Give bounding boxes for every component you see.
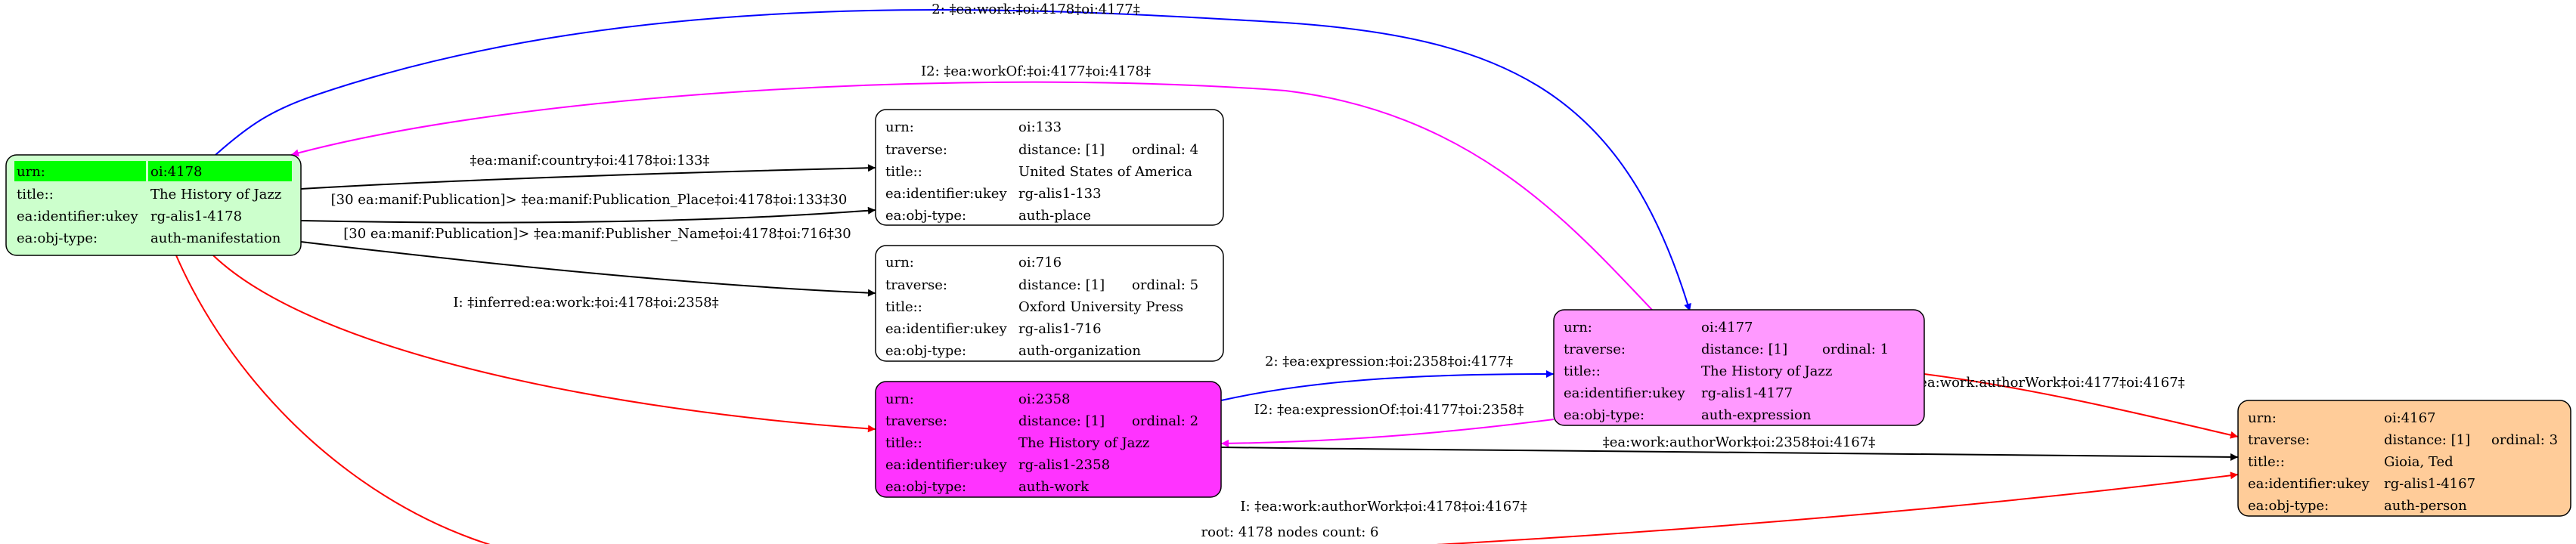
row-extra: ordinal: 4 xyxy=(1132,142,1198,158)
row-key: urn: xyxy=(1564,320,1592,335)
row-value: auth-expression xyxy=(1701,407,1812,423)
row-key: traverse: xyxy=(1564,342,1626,357)
row-value: oi:4177 xyxy=(1701,320,1753,335)
row-key: urn: xyxy=(17,164,45,180)
row-key: urn: xyxy=(885,119,914,135)
node-4177[interactable]: urn: oi:4177 traverse: distance: [1] ord… xyxy=(1553,309,1925,426)
node-133[interactable]: urn: oi:133 traverse: distance: [1] ordi… xyxy=(875,109,1224,226)
row-value: distance: [1] xyxy=(1018,277,1105,293)
row-key: traverse: xyxy=(2248,432,2310,448)
row-value: oi:133 xyxy=(1018,119,1062,135)
row-key: title:: xyxy=(2248,454,2285,470)
row-value: auth-person xyxy=(2384,498,2467,514)
edge-label: [30 ea:manif:Publication]> ‡ea:manif:Pub… xyxy=(343,226,851,242)
edge-workof-4177-4178 xyxy=(290,81,1653,311)
row-key: title:: xyxy=(885,299,922,315)
row-key: ea:identifier:ukey xyxy=(2248,476,2370,492)
row-key: ea:identifier:ukey xyxy=(1564,385,1685,401)
row-value: United States of America xyxy=(1018,164,1192,180)
row-value: distance: [1] xyxy=(1018,413,1105,429)
row-extra: ordinal: 5 xyxy=(1132,277,1198,293)
edge-label: ‡ea:manif:country‡oi:4178‡oi:133‡ xyxy=(470,153,710,168)
row-value: The History of Jazz xyxy=(1018,435,1149,451)
row-extra: ordinal: 2 xyxy=(1132,413,1198,429)
graph-footer: root: 4178 nodes count: 6 xyxy=(1201,524,1379,540)
row-key: ea:obj-type: xyxy=(17,230,98,246)
row-key: traverse: xyxy=(885,142,947,158)
row-value: The History of Jazz xyxy=(150,187,281,202)
row-key: ea:identifier:ukey xyxy=(885,186,1007,202)
edge-publisher-name-4178-716 xyxy=(300,241,876,297)
row-value: distance: [1] xyxy=(1701,342,1787,357)
row-key: title:: xyxy=(885,164,922,180)
row-value: oi:4178 xyxy=(150,164,202,180)
row-key: ea:identifier:ukey xyxy=(885,457,1007,473)
row-extra: ordinal: 3 xyxy=(2491,432,2558,448)
edge-publication-place-4178-133 xyxy=(300,206,876,224)
row-key: title:: xyxy=(17,187,54,202)
edge-label: I: ‡ea:work:authorWork‡oi:4178‡oi:4167‡ xyxy=(1240,499,1527,515)
row-value: oi:716 xyxy=(1018,255,1062,270)
edge-inferred-work-4178-2358 xyxy=(212,255,876,433)
row-value: distance: [1] xyxy=(1018,142,1105,158)
row-key: urn: xyxy=(885,391,914,407)
node-716[interactable]: urn: oi:716 traverse: distance: [1] ordi… xyxy=(875,245,1224,362)
row-value: auth-manifestation xyxy=(150,230,281,246)
row-key: title:: xyxy=(1564,363,1601,379)
row-value: oi:4167 xyxy=(2384,410,2435,426)
row-key: urn: xyxy=(2248,410,2277,426)
row-value: rg-alis1-2358 xyxy=(1018,457,1110,473)
node-4167[interactable]: urn: oi:4167 traverse: distance: [1] ord… xyxy=(2237,400,2571,517)
edge-label: [30 ea:manif:Publication]> ‡ea:manif:Pub… xyxy=(331,192,848,208)
row-value: Gioia, Ted xyxy=(2384,454,2454,470)
row-value: oi:2358 xyxy=(1018,391,1070,407)
row-value: rg-alis1-4167 xyxy=(2384,476,2475,492)
edge-expressionof-4177-2358 xyxy=(1220,419,1555,447)
row-value: rg-alis1-133 xyxy=(1018,186,1102,202)
row-key: ea:identifier:ukey xyxy=(17,209,138,224)
node-2358[interactable]: urn: oi:2358 traverse: distance: [1] ord… xyxy=(875,381,1222,498)
row-key: traverse: xyxy=(885,413,947,429)
row-extra: ordinal: 1 xyxy=(1822,342,1889,357)
row-key: traverse: xyxy=(885,277,947,293)
edge-authorwork-2358-4167 xyxy=(1220,447,2239,461)
row-key: ea:identifier:ukey xyxy=(885,321,1007,337)
edge-work-4178-4177 xyxy=(215,9,1691,312)
row-value: Oxford University Press xyxy=(1018,299,1183,315)
row-key: ea:obj-type: xyxy=(885,479,966,495)
row-key: title:: xyxy=(885,435,922,451)
edge-label: 2: ‡ea:work:‡oi:4178‡oi:4177‡ xyxy=(932,2,1139,17)
edge-authorwork-4177-4167 xyxy=(1923,373,2239,439)
row-value: auth-work xyxy=(1018,479,1090,495)
edge-label: I2: ‡ea:expressionOf:‡oi:4177‡oi:2358‡ xyxy=(1254,402,1524,418)
edge-label: I: ‡inferred:ea:work:‡oi:4178‡oi:2358‡ xyxy=(453,295,718,311)
row-value: rg-alis1-4177 xyxy=(1701,385,1793,401)
row-key: ea:obj-type: xyxy=(2248,498,2329,514)
row-value: The History of Jazz xyxy=(1701,363,1832,379)
edge-label: 2: ‡ea:expression:‡oi:2358‡oi:4177‡ xyxy=(1265,354,1513,369)
row-key: ea:obj-type: xyxy=(885,208,966,224)
row-key: ea:obj-type: xyxy=(1564,407,1644,423)
row-value: auth-place xyxy=(1018,208,1091,224)
node-4178[interactable]: urn: oi:4178 title:: The History of Jazz… xyxy=(5,154,302,256)
row-value: distance: [1] xyxy=(2384,432,2470,448)
edge-country-4178-133 xyxy=(300,164,876,190)
edge-label: I: ‡ea:work:authorWork‡oi:4177‡oi:4167‡ xyxy=(1898,375,2184,391)
edges xyxy=(175,9,2239,544)
row-key: ea:obj-type: xyxy=(885,343,966,359)
edge-label: ‡ea:work:authorWork‡oi:2358‡oi:4167‡ xyxy=(1603,434,1875,450)
row-value: rg-alis1-716 xyxy=(1018,321,1102,337)
edge-label: I2: ‡ea:workOf:‡oi:4177‡oi:4178‡ xyxy=(921,63,1151,79)
edge-labels: 2: ‡ea:work:‡oi:4178‡oi:4177‡ I2: ‡ea:wo… xyxy=(331,2,2185,515)
row-key: urn: xyxy=(885,255,914,270)
edge-authorwork-4178-4167 xyxy=(175,255,2239,544)
edge-expression-2358-4177 xyxy=(1220,370,1555,401)
row-value: rg-alis1-4178 xyxy=(150,209,242,224)
row-value: auth-organization xyxy=(1018,343,1141,359)
